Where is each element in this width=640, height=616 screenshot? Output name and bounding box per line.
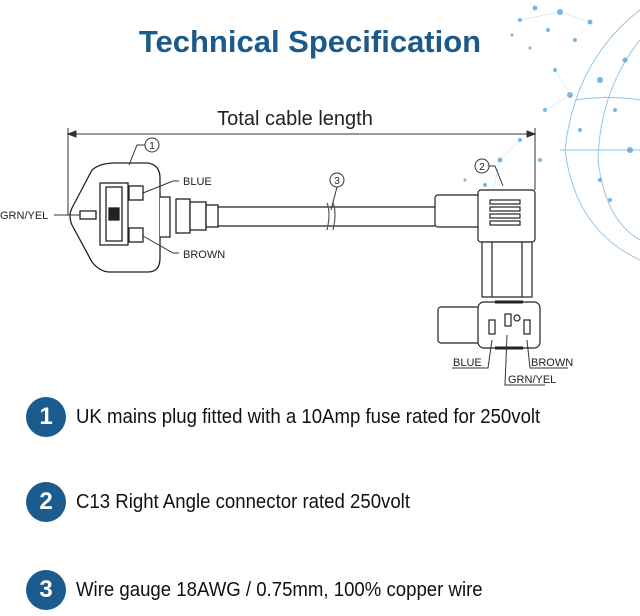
spec-text: C13 Right Angle connector rated 250volt: [76, 490, 410, 513]
spec-number-badge: 1: [26, 397, 66, 437]
spec-text: UK mains plug fitted with a 10Amp fuse r…: [76, 405, 541, 428]
c13-connector-front-view: [437, 300, 541, 350]
dimension-line: [66, 128, 537, 215]
c13-connector-side-view: [434, 189, 536, 298]
callout-2: 2: [479, 162, 485, 173]
spec-text: Wire gauge 18AWG / 0.75mm, 100% copper w…: [76, 578, 483, 601]
cable: [218, 202, 435, 231]
spec-item-1: 1 UK mains plug fitted with a 10Amp fuse…: [26, 397, 575, 437]
plug-label-blue: BLUE: [183, 176, 212, 188]
total-cable-length-label: Total cable length: [217, 108, 373, 130]
spec-number-badge: 3: [26, 570, 66, 610]
plug-label-brown: BROWN: [183, 249, 225, 261]
connector-label-brown: BROWN: [531, 357, 573, 369]
cable-diagram: Total cable length 1 2 3 BLUE BROWN GR: [0, 108, 573, 386]
spec-item-2: 2 C13 Right Angle connector rated 250vol…: [26, 482, 435, 522]
page-title: Technical Specification: [138, 24, 482, 59]
connector-label-earth: GRN/YEL: [508, 374, 556, 386]
spec-item-3: 3 Wire gauge 18AWG / 0.75mm, 100% copper…: [26, 570, 513, 610]
callout-3: 3: [334, 176, 340, 187]
spec-number-badge: 2: [26, 482, 66, 522]
uk-plug-drawing: [69, 162, 219, 273]
connector-label-blue: BLUE: [453, 357, 482, 369]
plug-label-earth: GRN/YEL: [0, 210, 48, 222]
callout-1: 1: [149, 141, 155, 152]
